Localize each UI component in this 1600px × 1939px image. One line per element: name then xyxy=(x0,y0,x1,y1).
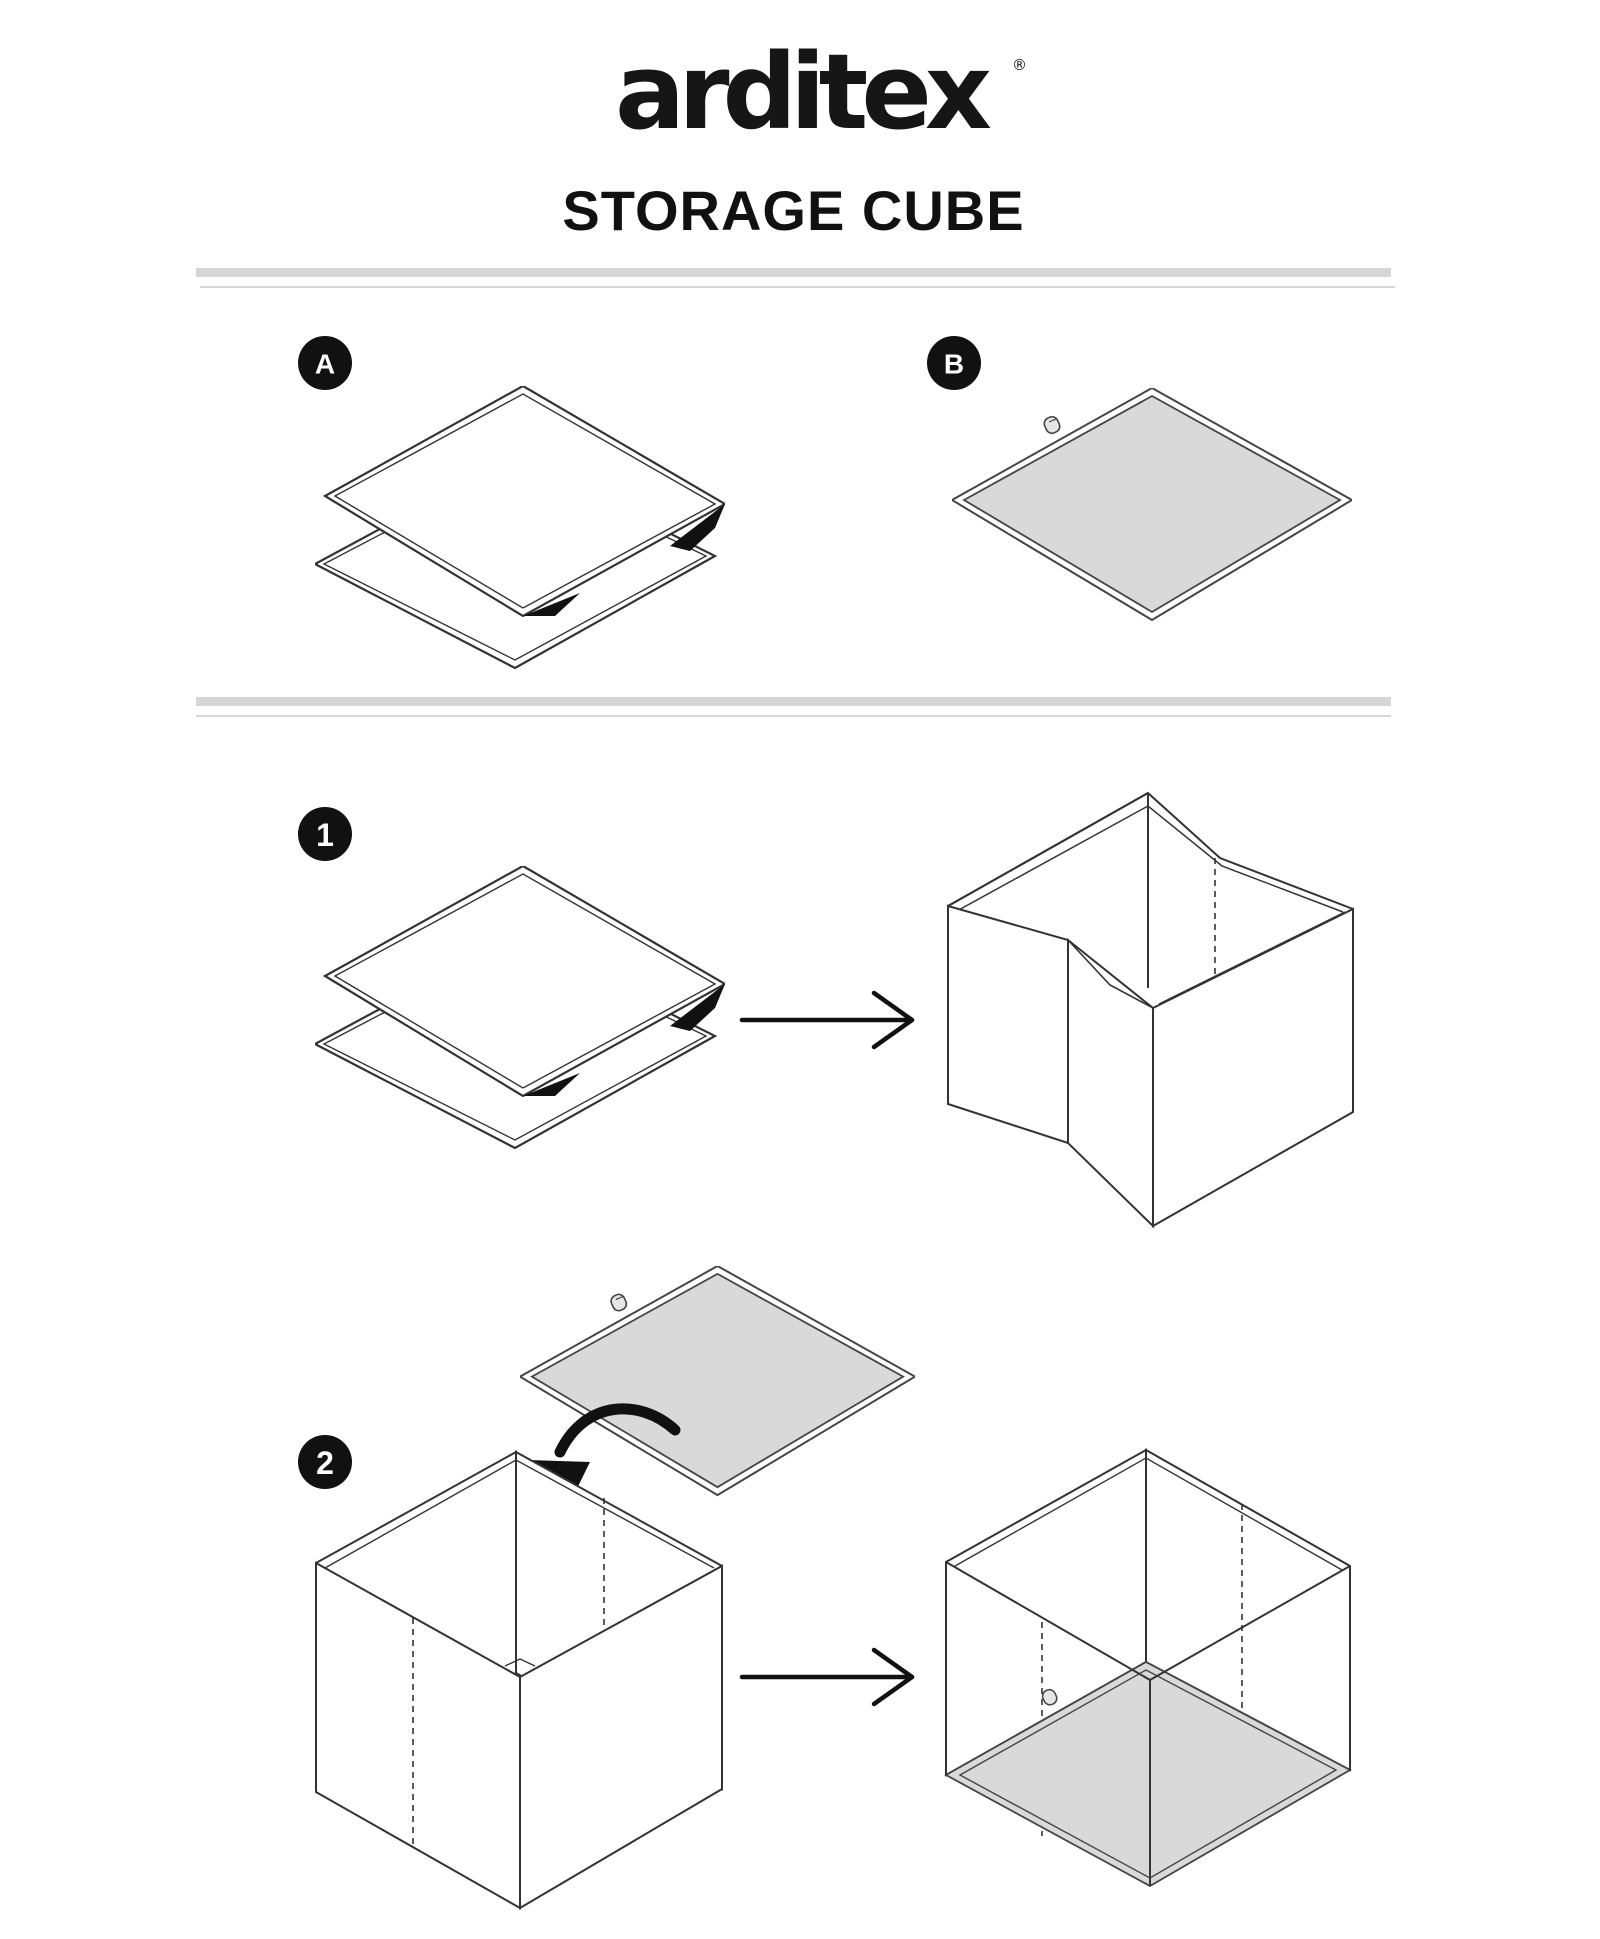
part-b-label: B xyxy=(944,349,964,380)
part-a-label: A xyxy=(315,349,335,380)
part-a-folded-panels xyxy=(315,386,725,670)
divider-top-thin xyxy=(200,286,1395,288)
divider-middle-thin xyxy=(196,715,1391,717)
step-2-base-panel xyxy=(520,1266,915,1497)
part-b-badge: B xyxy=(927,336,981,390)
registered-mark: ® xyxy=(1012,56,1027,74)
part-b-base-panel xyxy=(952,388,1352,621)
page-title: STORAGE CUBE xyxy=(562,179,1025,242)
step-2-assembled-cube xyxy=(944,1448,1352,1888)
part-a-badge: A xyxy=(298,336,352,390)
brand-logo: arditex ® xyxy=(560,32,1040,157)
step-2-label: 2 xyxy=(316,1445,334,1481)
logo-wordmark: arditex xyxy=(615,31,992,153)
step-1-label: 1 xyxy=(316,817,334,853)
divider-top-thick xyxy=(196,268,1391,277)
arrow-right-icon xyxy=(739,990,915,1050)
step-1-partially-opened-cube xyxy=(947,791,1354,1229)
step-2-badge: 2 xyxy=(298,1435,352,1489)
step-1-badge: 1 xyxy=(298,807,352,861)
step-1-folded-panels xyxy=(315,866,725,1150)
divider-middle-thick xyxy=(196,697,1391,706)
arrow-right-icon xyxy=(739,1647,915,1707)
step-2-open-cube xyxy=(315,1450,723,1910)
